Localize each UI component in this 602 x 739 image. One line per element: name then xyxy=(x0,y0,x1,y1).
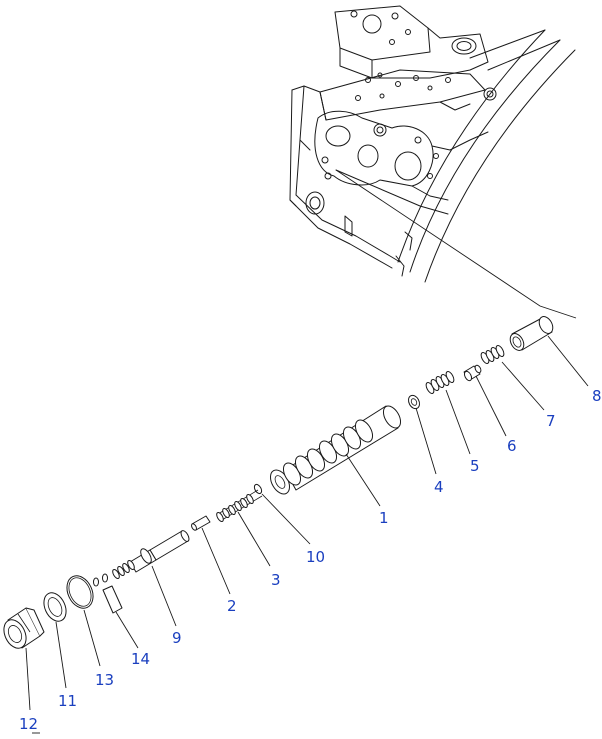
callout-11: 11 xyxy=(58,692,77,710)
part-1-spool xyxy=(270,405,402,495)
callout-10: 10 xyxy=(306,548,325,566)
callout-6: 6 xyxy=(507,437,517,455)
callout-1: 1 xyxy=(379,509,389,527)
part-4-seat xyxy=(407,394,421,410)
part-5-spring xyxy=(425,371,455,394)
callout-13: 13 xyxy=(95,671,114,689)
callout-8: 8 xyxy=(592,387,602,405)
callout-3: 3 xyxy=(271,571,281,589)
part-9-piston xyxy=(112,530,190,580)
part-13-backup-ring xyxy=(66,575,94,609)
part-11-washer xyxy=(43,592,67,622)
part-2-pin xyxy=(191,515,211,531)
callout-4: 4 xyxy=(434,478,444,496)
callout-2: 2 xyxy=(227,597,237,615)
leader-lines xyxy=(25,335,589,734)
part-10-o-ring xyxy=(253,483,263,495)
part-3-spring xyxy=(216,489,263,523)
callout-5: 5 xyxy=(470,457,480,475)
part-14-o-rings-and-pin xyxy=(93,573,123,614)
part-12-cap-nut xyxy=(3,607,45,649)
part-7-spring xyxy=(480,345,505,364)
part-6-plug xyxy=(463,364,482,382)
callout-12: 12 xyxy=(19,715,38,733)
valve-housing-assembly xyxy=(289,5,577,319)
callout-14: 14 xyxy=(131,650,150,668)
part-8-sleeve xyxy=(509,316,554,351)
callout-9: 9 xyxy=(172,629,182,647)
callout-7: 7 xyxy=(546,412,556,430)
